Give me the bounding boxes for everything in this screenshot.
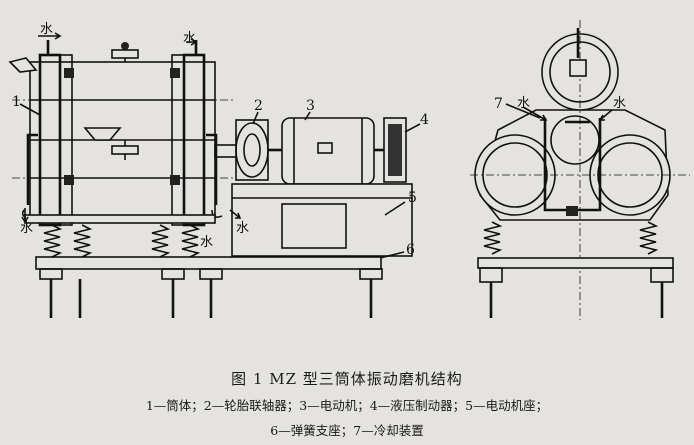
figure-title: 图 1 MZ 型三筒体振动磨机结构 (231, 370, 463, 388)
water-label: 水 (613, 96, 626, 111)
end-view (470, 20, 690, 320)
drum-body (8, 40, 235, 227)
part-number-7: 7 (494, 96, 503, 112)
spring-supports (24, 214, 216, 258)
water-label: 水 (183, 31, 196, 46)
water-label: 水 (236, 221, 249, 236)
spring-base-frame (35, 256, 383, 318)
part-number-2: 2 (254, 98, 263, 114)
hydraulic-brake (383, 117, 407, 187)
water-label: 水 (40, 22, 53, 37)
part-number-5: 5 (408, 190, 417, 206)
tire-coupling (214, 119, 269, 181)
water-label: 水 (20, 221, 33, 236)
part-number-1: 1 (12, 94, 21, 110)
motor-base (231, 183, 413, 257)
figure-legend-line2: 6—弹簧支座；7—冷却装置 (270, 423, 424, 438)
motor (268, 117, 384, 185)
part-number-4: 4 (420, 112, 429, 128)
part-number-6: 6 (406, 242, 415, 258)
part-number-3: 3 (306, 98, 315, 114)
water-label: 水 (517, 96, 530, 111)
figure-legend-line1: 1—筒体；2—轮胎联轴器；3—电动机；4—液压制动器；5—电动机座； (145, 398, 549, 413)
water-label: 水 (200, 235, 213, 250)
side-view (8, 32, 421, 318)
